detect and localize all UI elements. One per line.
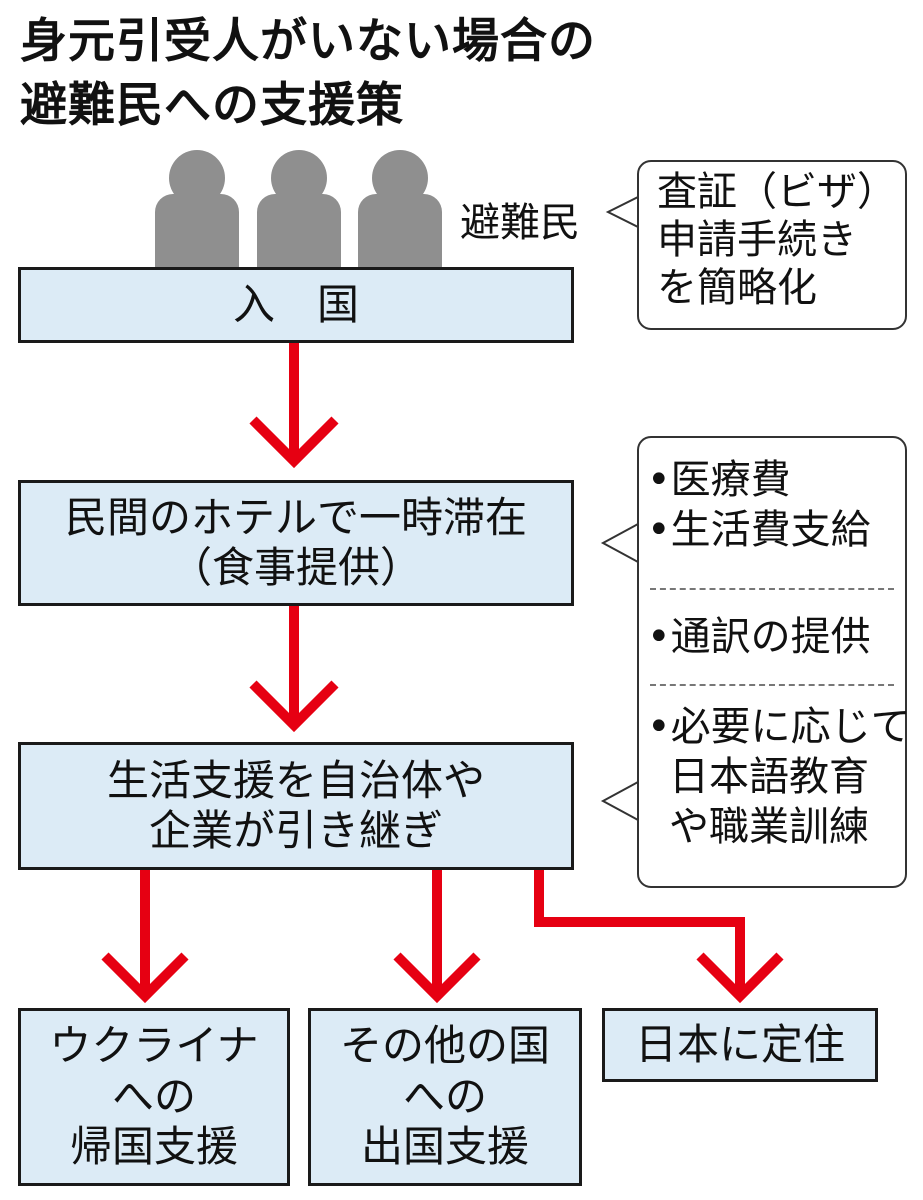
- arrowhead-entry-to-hotel: [249, 416, 339, 469]
- support-group-3: •必要に応じて 日本語教育 や職業訓練: [647, 702, 911, 852]
- as-needed-item: •必要に応じて: [647, 704, 911, 750]
- title-line-1: 身元引受人がいない場合の: [20, 14, 596, 69]
- japanese-education-line: 日本語教育: [669, 754, 869, 800]
- callout-divider: [650, 588, 894, 590]
- interpretation-item: •通訳の提供: [647, 614, 871, 660]
- handover-line: 企業が引き継ぎ: [148, 806, 443, 855]
- visa-callout: [637, 160, 907, 330]
- refugee-label: 避難民: [460, 200, 580, 246]
- support-group-2: •通訳の提供: [647, 612, 871, 662]
- entry-box: 入 国: [18, 267, 574, 343]
- visa-note-line: を簡略化: [657, 265, 817, 311]
- medical-expense-item: •医療費: [647, 457, 791, 503]
- other-country-box: その他の国 への 出国支援: [308, 1008, 582, 1186]
- arrowhead-to-japan: [696, 952, 784, 1004]
- support-callout: [637, 436, 907, 888]
- living-expense-item: •生活費支給: [647, 507, 871, 553]
- visa-note: 査証（ビザ） 申請手続き を簡略化: [657, 168, 897, 312]
- hotel-stay-box: 民間のホテルで一時滞在 （食事提供）: [18, 480, 574, 606]
- hotel-stay-line: 民間のホテルで一時滞在: [64, 492, 527, 542]
- ukraine-return-box: ウクライナ への 帰国支援: [18, 1008, 290, 1186]
- vocational-training-line: や職業訓練: [669, 804, 869, 850]
- other-country-line: 出国支援: [360, 1122, 529, 1172]
- hotel-meal-line: （食事提供）: [169, 543, 422, 592]
- arrowhead-to-ukraine: [101, 952, 189, 1004]
- arrow-to-japan: [534, 870, 745, 994]
- arrowhead-to-other-country: [393, 952, 481, 1004]
- entry-label: 入 国: [232, 279, 359, 329]
- handover-box: 生活支援を自治体や 企業が引き継ぎ: [18, 742, 574, 870]
- callout-divider: [650, 684, 894, 686]
- arrowhead-hotel-to-handover: [249, 680, 339, 733]
- visa-note-line: 査証（ビザ）: [657, 169, 897, 215]
- handover-line: 生活支援を自治体や: [106, 755, 485, 805]
- support-group-1: •医療費 •生活費支給: [647, 455, 871, 555]
- ukraine-line: ウクライナ: [49, 1021, 259, 1071]
- person-icon: [358, 150, 442, 268]
- ukraine-line: 帰国支援: [69, 1122, 238, 1172]
- other-country-line: その他の国: [339, 1021, 550, 1071]
- callout-pointer-visa: [605, 196, 639, 228]
- visa-note-line: 申請手続き: [657, 217, 857, 263]
- person-icon: [155, 150, 239, 268]
- callout-pointer-hotel: [600, 523, 639, 563]
- settle-in-japan-label: 日本に定住: [634, 1019, 845, 1069]
- callout-pointer-handover: [600, 781, 639, 821]
- title-line-2: 避難民への支援策: [20, 78, 404, 133]
- ukraine-line: への: [111, 1071, 196, 1121]
- settle-in-japan-box: 日本に定住: [602, 1008, 878, 1082]
- other-country-line: への: [402, 1071, 487, 1121]
- person-icon: [257, 150, 341, 268]
